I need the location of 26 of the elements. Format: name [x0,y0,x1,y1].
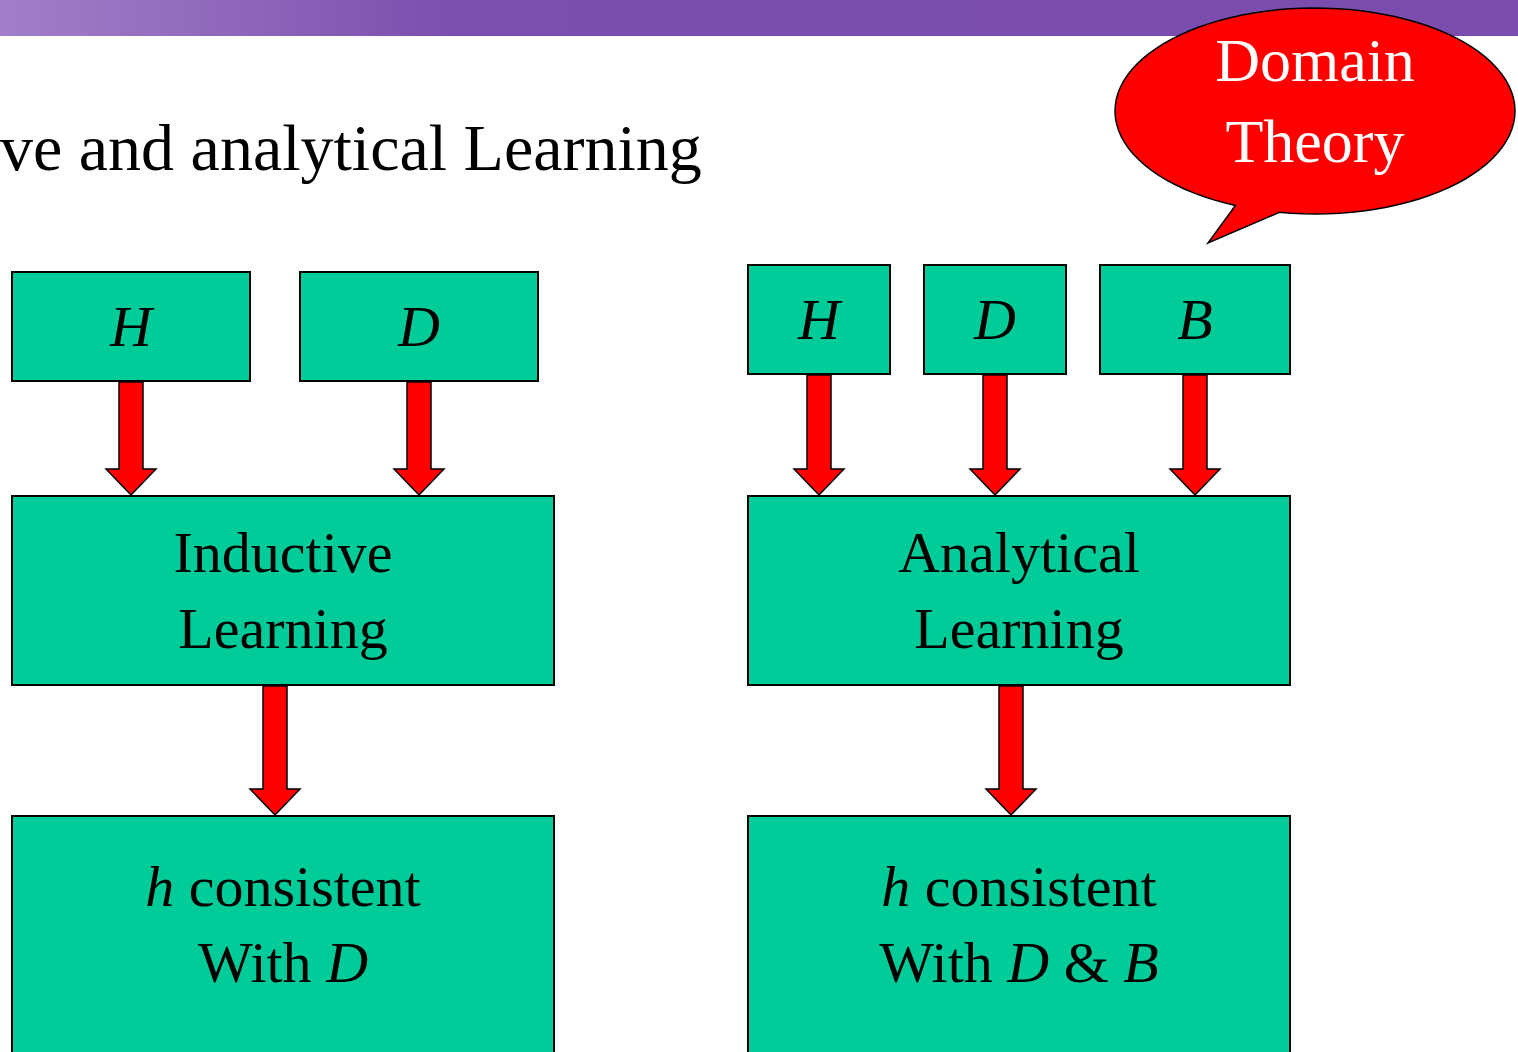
box-label: Inductive Learning [172,519,394,663]
callout-text: Domain Theory [1214,25,1416,177]
process-box [747,495,1291,686]
box-label: h consistent With D & B [878,853,1160,997]
block-arrow [984,685,1038,817]
variable-box [747,264,891,375]
process-box [747,815,1291,1052]
box-label: D [398,292,440,361]
block-arrow [792,374,846,497]
block-arrow [392,381,446,497]
box-label: D [974,285,1016,354]
process-box [11,495,555,686]
block-arrow [1168,374,1222,497]
variable-box [1099,264,1291,375]
variable-box [11,271,251,382]
variable-box [299,271,539,382]
variable-box [923,264,1067,375]
block-arrow [968,374,1022,497]
block-arrow [248,685,302,817]
box-label: h consistent With D [144,853,422,997]
block-arrow [104,381,158,497]
process-box [11,815,555,1052]
slide-title: ve and analytical Learning [0,110,702,186]
box-label: Analytical Learning [897,519,1141,663]
speech-bubble [1114,7,1516,245]
box-label: B [1177,285,1213,354]
